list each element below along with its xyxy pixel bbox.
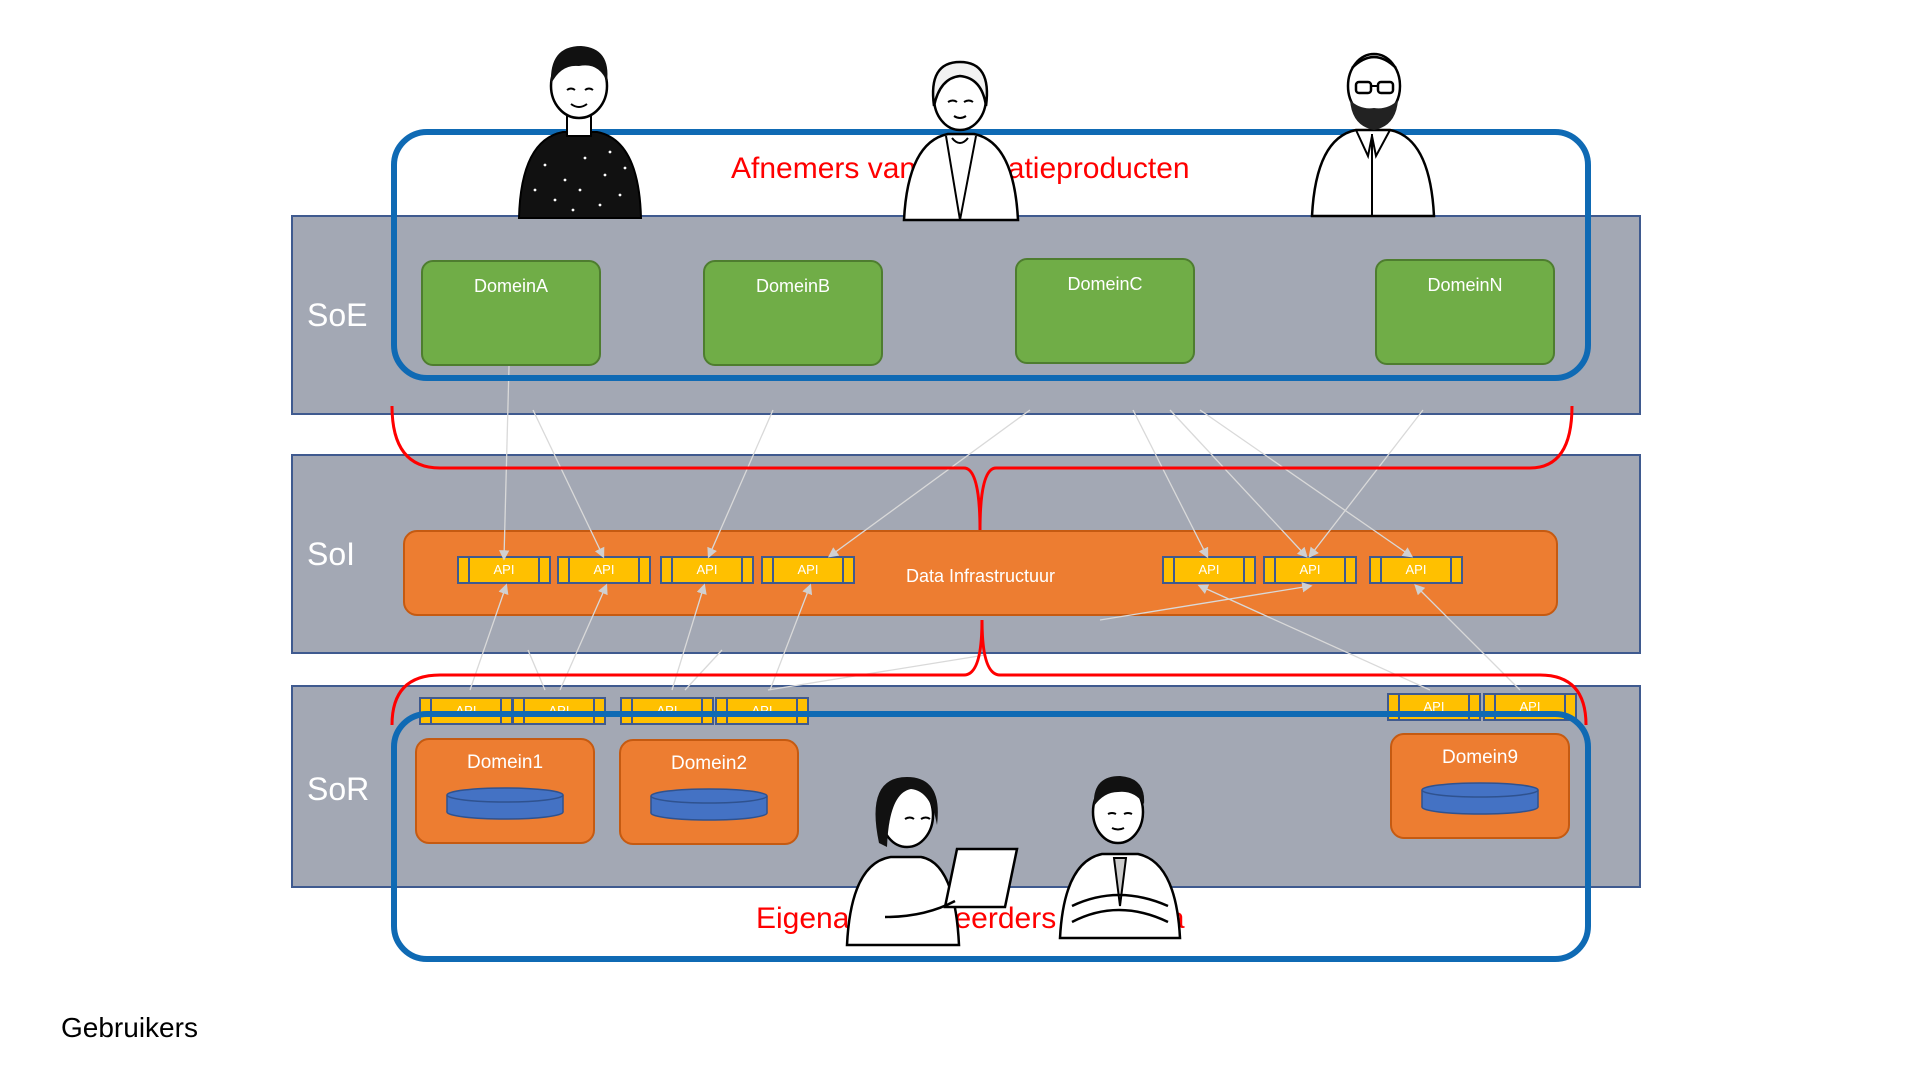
sor-domain-9-label: Domein9 xyxy=(1441,747,1519,768)
soi-api-3-label: API xyxy=(696,562,718,577)
soe-domain-b-label: DomeinB xyxy=(755,276,831,296)
soi-api-5: API xyxy=(1162,556,1256,584)
soi-api-4: API xyxy=(761,556,855,584)
soe-domain-a: DomeinA xyxy=(421,260,601,366)
layer-sor-label: SoR xyxy=(307,771,370,807)
soi-api-3: API xyxy=(660,556,754,584)
soi-api-1-label: API xyxy=(493,562,515,577)
soi-api-1: API xyxy=(457,556,551,584)
owners-group-box xyxy=(391,711,1591,962)
soi-api-6-label: API xyxy=(1299,562,1321,577)
connector-lines xyxy=(469,365,1521,691)
soe-domain-n: DomeinN xyxy=(1375,259,1555,365)
soe-domain-c: DomeinC xyxy=(1015,258,1195,364)
layer-soe-label: SoE xyxy=(307,297,368,333)
person-bearded-man-icon xyxy=(1310,52,1436,218)
sor-domain-2-label: Domein2 xyxy=(670,753,748,774)
sor-domain-9: Domein9 xyxy=(1390,733,1570,839)
sor-domain-1: Domein1 xyxy=(415,738,595,844)
soi-api-7-label: API xyxy=(1405,562,1427,577)
soi-api-2-label: API xyxy=(593,562,615,577)
users-label: Gebruikers xyxy=(61,1012,198,1043)
sor-domain-1-label: Domein1 xyxy=(466,752,544,773)
layer-soi-label: SoI xyxy=(307,536,356,572)
soe-domain-b: DomeinB xyxy=(703,260,883,366)
soi-api-4-label: API xyxy=(797,562,819,577)
person-woman-cardigan-icon xyxy=(902,60,1020,222)
soi-api-7: API xyxy=(1369,556,1463,584)
soi-api-5-label: API xyxy=(1198,562,1220,577)
database-icon xyxy=(1421,782,1539,815)
person-dark-sweater-icon xyxy=(517,46,643,219)
soe-domain-a-label: DomeinA xyxy=(473,276,549,296)
database-icon xyxy=(446,787,564,820)
sor-api-6-label: API xyxy=(1519,699,1541,714)
consumers-group-box xyxy=(391,129,1591,381)
sor-domain-2: Domein2 xyxy=(619,739,799,845)
person-woman-laptop-icon xyxy=(845,777,1019,947)
database-icon xyxy=(650,788,768,821)
person-man-tie-icon xyxy=(1058,776,1182,940)
soi-api-6: API xyxy=(1263,556,1357,584)
data-infrastructure-label: Data Infrastructuur xyxy=(905,566,1056,586)
sor-api-5-label: API xyxy=(1423,699,1445,714)
soe-domain-n-label: DomeinN xyxy=(1427,275,1503,295)
soe-domain-c-label: DomeinC xyxy=(1067,274,1143,294)
red-braces xyxy=(390,405,1588,726)
